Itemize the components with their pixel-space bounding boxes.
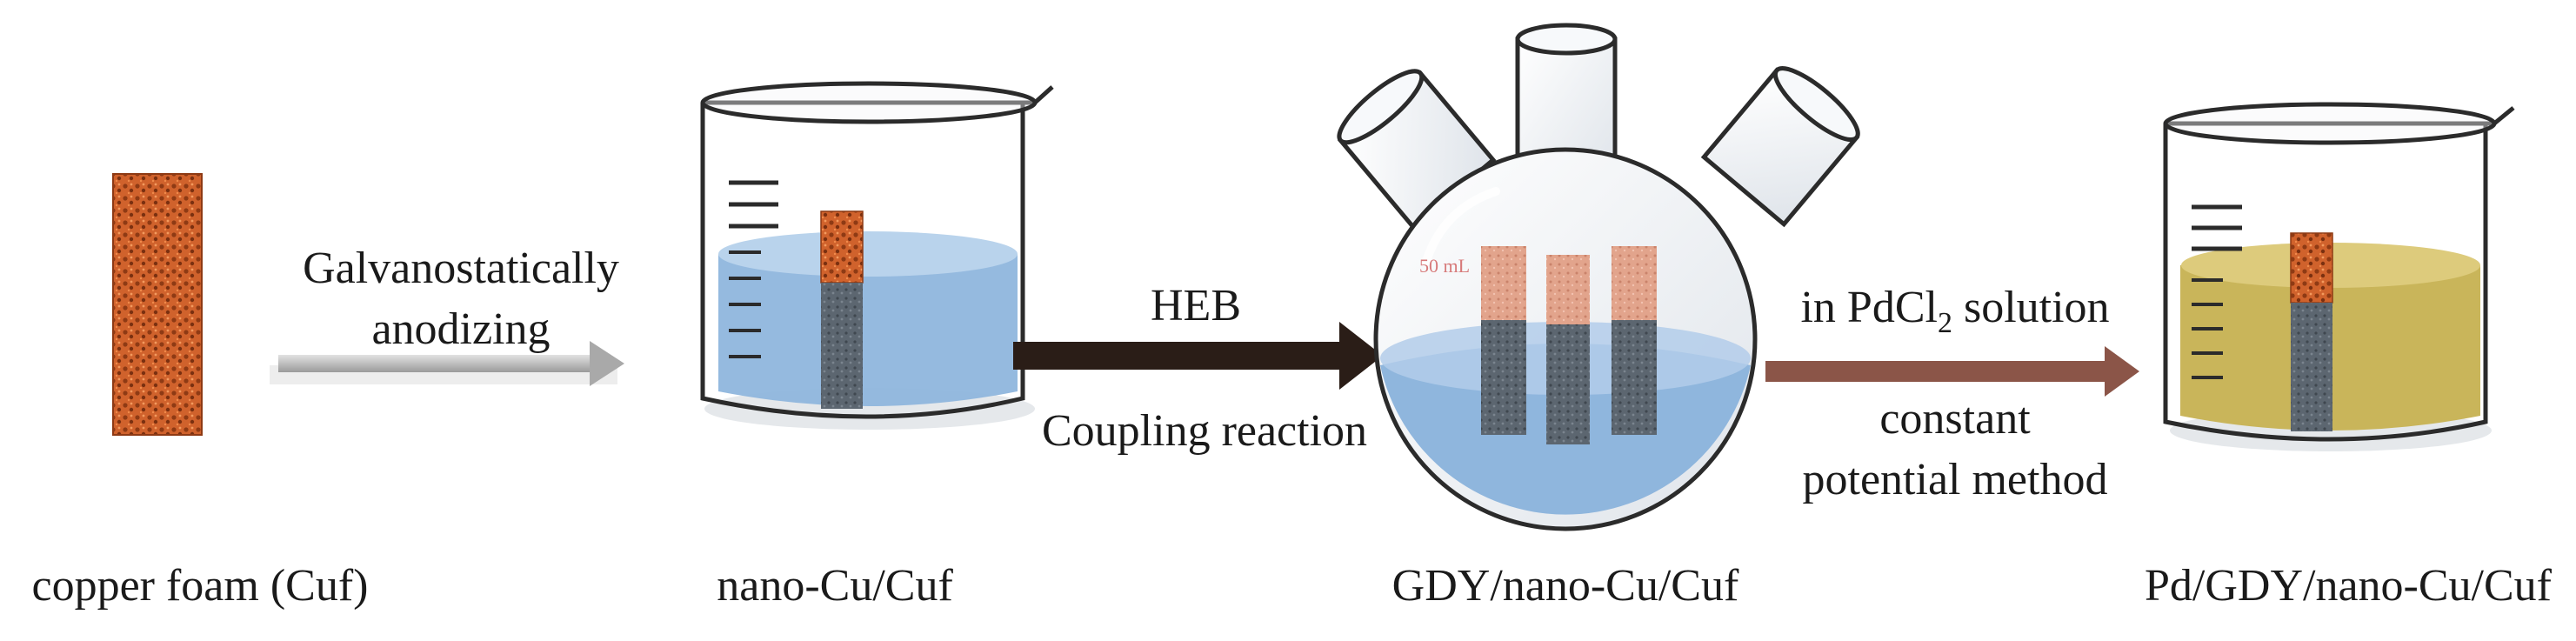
three-neck-flask xyxy=(1337,23,1860,531)
stage-label-nano-cu: nano-Cu/Cuf xyxy=(717,561,953,611)
stage-label-gdy: GDY/nano-Cu/Cuf xyxy=(1392,561,1739,611)
beaker-yellow xyxy=(2163,102,2515,451)
stage-label-copper-foam: copper foam (Cuf) xyxy=(32,561,369,611)
step3-label-line1: in PdCl2 solution xyxy=(1800,283,2109,339)
step1-label-line2: anodizing xyxy=(371,304,550,354)
flask-volume-mark: 50 mL xyxy=(1419,255,1470,277)
step2-arrow xyxy=(1013,322,1383,390)
copper-foam-sample xyxy=(112,173,203,436)
step2-label-line2: Coupling reaction xyxy=(1042,406,1367,456)
beaker-blue xyxy=(700,81,1054,430)
stage-label-pd-gdy: Pd/GDY/nano-Cu/Cuf xyxy=(2145,561,2553,611)
step1-label-line1: Galvanostatically xyxy=(303,244,619,293)
step3-label-line2: constant xyxy=(1879,394,2031,444)
step1-arrow xyxy=(270,341,624,386)
step2-label-line1: HEB xyxy=(1151,281,1241,331)
step3-label-line3: potential method xyxy=(1803,455,2108,504)
step3-arrow xyxy=(1765,346,2139,397)
